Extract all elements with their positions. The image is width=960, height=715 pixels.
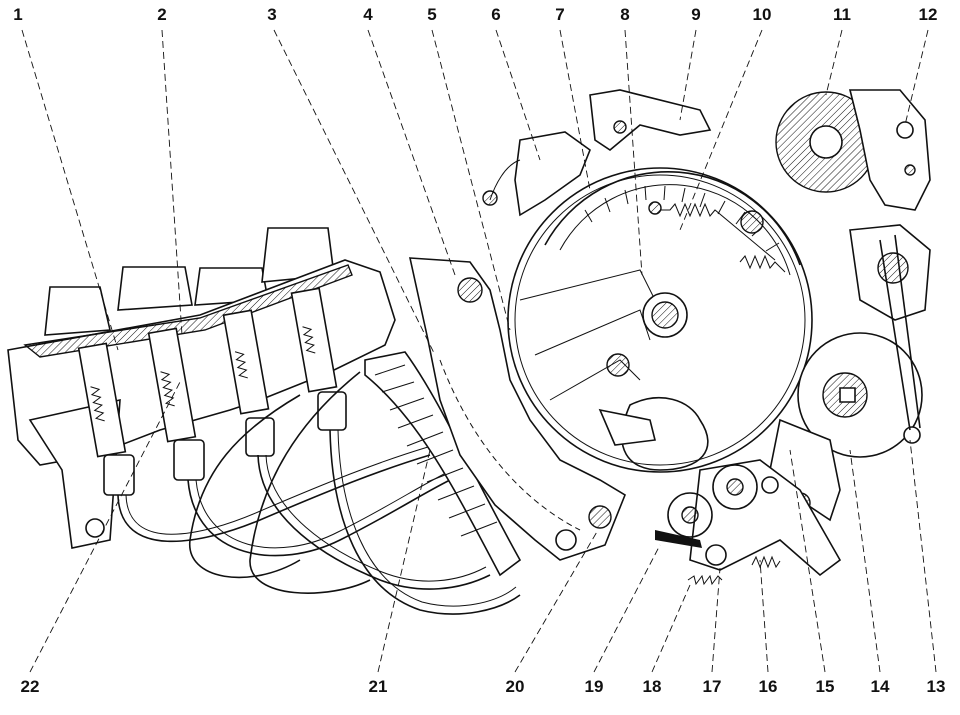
- callout-4: 4: [363, 5, 373, 24]
- pivot-lever: [408, 257, 626, 561]
- gear-train: [598, 408, 842, 586]
- callout-3: 3: [267, 5, 277, 24]
- tension-spring: [751, 555, 781, 569]
- pivot-pin: [457, 277, 483, 303]
- pin: [896, 121, 914, 139]
- callout-11: 11: [833, 5, 851, 24]
- callout-22: 22: [20, 677, 40, 696]
- callout-15: 15: [815, 677, 835, 696]
- gear-rim: [544, 171, 801, 266]
- callout-2: 2: [157, 5, 167, 24]
- callout-12: 12: [918, 5, 938, 24]
- rack: [655, 530, 702, 548]
- key-cap: [44, 286, 111, 336]
- callout-10: 10: [752, 5, 772, 24]
- callout-8: 8: [620, 5, 630, 24]
- roller: [903, 426, 921, 444]
- key-block-wall: [23, 264, 353, 358]
- pin: [740, 210, 764, 234]
- callout-21: 21: [368, 677, 388, 696]
- pawl: [589, 89, 712, 151]
- pivot-pin: [588, 505, 612, 529]
- pin: [761, 476, 779, 494]
- callout-13: 13: [926, 677, 946, 696]
- pin: [648, 201, 662, 215]
- detent-lever: [514, 131, 591, 217]
- plunger: [147, 327, 205, 481]
- callout-20: 20: [505, 677, 525, 696]
- gear: [667, 492, 713, 538]
- gear: [712, 464, 758, 510]
- callout-7: 7: [555, 5, 565, 24]
- callout-6: 6: [491, 5, 501, 24]
- plunger: [290, 287, 347, 431]
- latch: [598, 408, 656, 446]
- roller: [555, 529, 577, 551]
- mounting-hole: [85, 518, 105, 538]
- pin: [705, 544, 727, 566]
- callout-5: 5: [427, 5, 437, 24]
- callout-19: 19: [584, 677, 604, 696]
- callout-17: 17: [702, 677, 722, 696]
- leader-lines: [21, 29, 937, 673]
- tension-spring: [660, 202, 776, 261]
- key-cap: [117, 266, 193, 311]
- tension-spring: [687, 574, 723, 586]
- key-block-assembly: [7, 227, 396, 549]
- callout-18: 18: [642, 677, 662, 696]
- tension-spring: [739, 254, 786, 273]
- comb-segment: [364, 351, 522, 577]
- pin: [482, 190, 498, 206]
- main-wheel: [482, 89, 813, 473]
- callout-14: 14: [870, 677, 890, 696]
- callout-9: 9: [691, 5, 701, 24]
- callout-1: 1: [13, 5, 23, 24]
- pin: [606, 353, 630, 377]
- control-cables: [117, 371, 521, 615]
- right-assembly: [769, 89, 931, 522]
- callout-16: 16: [758, 677, 778, 696]
